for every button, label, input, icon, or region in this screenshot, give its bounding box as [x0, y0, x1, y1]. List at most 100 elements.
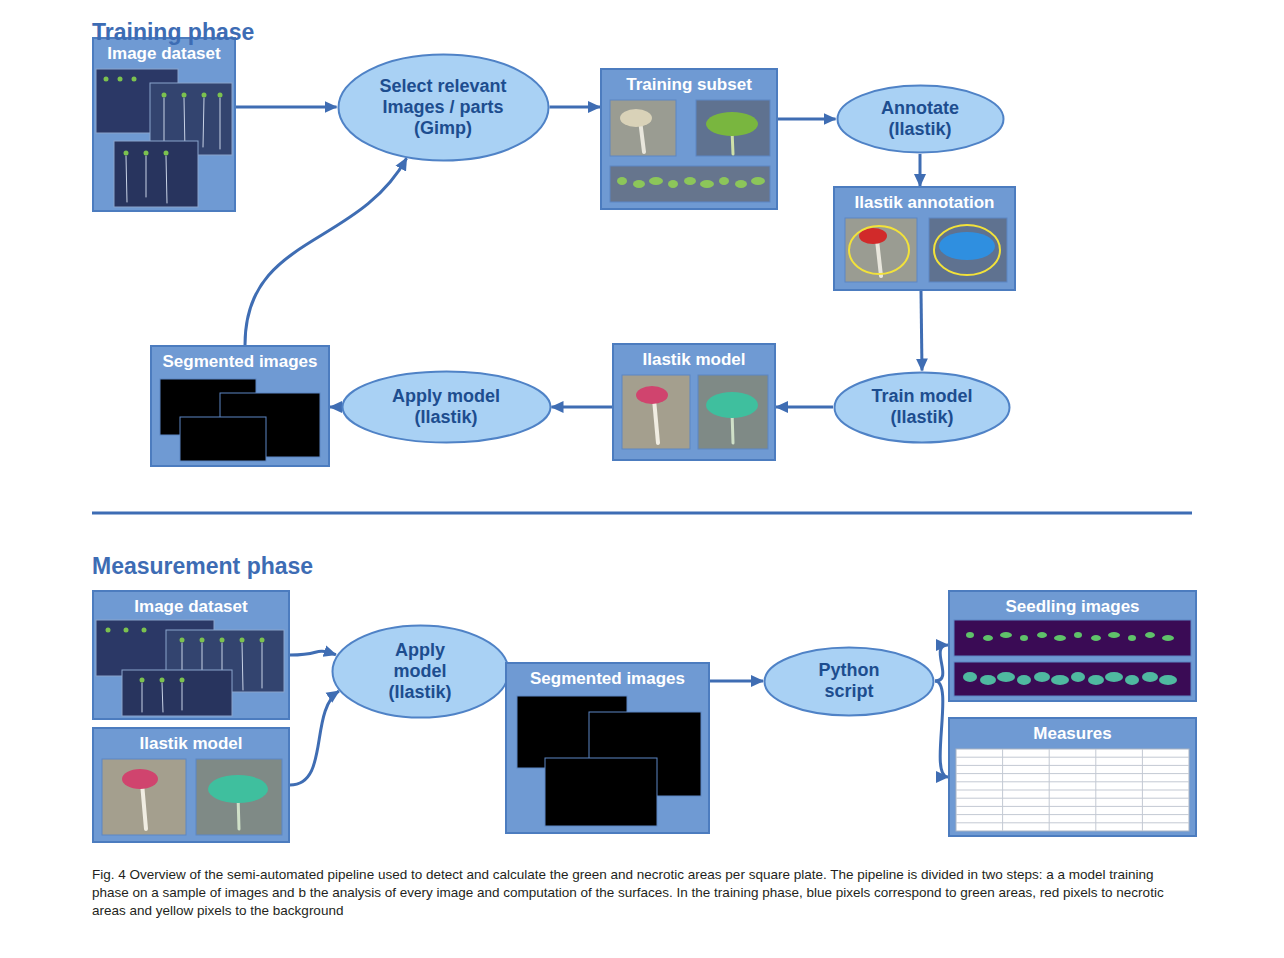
box-title: Segmented images	[530, 668, 685, 689]
thumbnail-part	[706, 112, 758, 136]
ellipse-text-holder: Apply model (Ilastik)	[331, 624, 510, 719]
thumbnail-part	[260, 638, 265, 643]
thumbnail-part	[696, 100, 770, 156]
flow-arrow	[935, 681, 948, 777]
ellipse-text-holder: Apply model (Ilastik)	[341, 370, 552, 444]
box-title: Training subset	[626, 74, 752, 95]
box-title: Ilastik model	[140, 733, 243, 754]
thumbnail-illustration	[92, 37, 236, 212]
process-ellipse: Apply model (Ilastik)	[331, 624, 510, 719]
step-label: Apply model (Ilastik)	[375, 386, 518, 428]
thumbnail-part	[956, 749, 1189, 831]
thumbnail-part	[963, 672, 1177, 685]
process-ellipse: Train model (Ilastik)	[833, 371, 1011, 444]
phase-separator	[92, 512, 1192, 515]
thumbnail-part	[124, 151, 129, 156]
flow-arrow	[778, 118, 836, 121]
thumbnail-part	[939, 232, 995, 260]
thumbnail-part	[126, 156, 127, 202]
figure-caption: Fig. 4 Overview of the semi-automated pi…	[92, 866, 1192, 920]
thumbnail-part	[929, 218, 1007, 282]
thumbnail-part	[620, 109, 652, 127]
thumbnail-part	[262, 643, 263, 688]
box-title: Measures	[1033, 723, 1111, 744]
data-box: Ilastik model	[612, 343, 776, 461]
thumbnail-part	[954, 662, 1191, 696]
thumbnail-part	[934, 225, 1000, 275]
step-label: Train model (Ilastik)	[864, 386, 980, 428]
flow-arrow	[919, 154, 922, 186]
thumbnail-part	[180, 417, 266, 461]
thumbnail-part	[220, 98, 221, 149]
thumbnail-part	[203, 98, 204, 147]
flow-arrow	[935, 645, 948, 681]
thumbnail-part	[202, 93, 207, 98]
process-ellipse: Select relevant Images / parts (Gimp)	[337, 53, 550, 162]
flow-arrow	[290, 651, 336, 655]
step-label: Python script	[795, 660, 903, 702]
data-box: Image dataset	[92, 590, 290, 720]
thumbnail-part	[240, 638, 245, 643]
data-box: Ilastik annotation	[833, 186, 1016, 291]
data-box: Image dataset	[92, 37, 236, 212]
thumbnail-part	[849, 226, 909, 274]
phase-heading: Measurement phase	[92, 552, 313, 580]
thumbnail-part	[182, 683, 183, 710]
ellipse-shape	[835, 372, 1010, 442]
ellipse-text-holder: Select relevant Images / parts (Gimp)	[337, 53, 550, 162]
thumbnail-part	[144, 151, 149, 156]
thumbnail-part	[698, 375, 768, 449]
thumbnail-part	[610, 100, 676, 156]
ellipse-shape	[765, 647, 934, 715]
thumbnail-part	[220, 638, 225, 643]
data-box: Ilastik model	[92, 727, 290, 843]
step-label: Apply model (Ilastik)	[367, 640, 473, 703]
data-box: Measures	[948, 717, 1197, 837]
step-label: Annotate (Ilastik)	[867, 98, 973, 140]
thumbnail-part	[118, 77, 123, 82]
step-label: Select relevant Images / parts (Gimp)	[369, 76, 518, 139]
thumbnail-part	[242, 643, 243, 690]
box-title: Image dataset	[107, 43, 220, 64]
thumbnail-part	[622, 375, 690, 449]
thumbnail-part	[124, 628, 129, 633]
box-title: Ilastik model	[643, 349, 746, 370]
thumbnail-part	[166, 156, 167, 203]
thumbnail-part	[146, 156, 147, 197]
phase-heading: Training phase	[92, 18, 254, 46]
process-ellipse: Apply model (Ilastik)	[341, 370, 552, 444]
flow-arrow	[330, 406, 341, 409]
flow-arrow	[710, 680, 763, 683]
ellipse-shape	[342, 372, 550, 443]
thumbnail-part	[142, 683, 143, 712]
flow-arrow	[236, 106, 337, 109]
ellipse-text-holder: Train model (Ilastik)	[833, 371, 1011, 444]
thumbnail-part	[180, 678, 185, 683]
data-box: Seedling images	[948, 590, 1197, 702]
thumbnail-part	[636, 386, 668, 404]
flow-arrow	[776, 406, 833, 409]
ellipse-text-holder: Annotate (Ilastik)	[836, 84, 1005, 154]
flow-arrow	[921, 291, 922, 371]
thumbnail-part	[706, 392, 758, 418]
ellipse-text-holder: Python script	[763, 646, 935, 717]
thumbnail-part	[617, 177, 765, 188]
thumbnail-part	[877, 240, 881, 276]
box-title: Ilastik annotation	[855, 192, 995, 213]
thumbnail-part	[180, 638, 185, 643]
process-ellipse: Annotate (Ilastik)	[836, 84, 1005, 154]
thumbnail-part	[545, 758, 657, 826]
data-box: Segmented images	[150, 345, 330, 467]
thumbnail-part	[142, 628, 147, 633]
box-title: Seedling images	[1005, 596, 1139, 617]
box-title: Segmented images	[163, 351, 318, 372]
thumbnail-part	[104, 77, 109, 82]
flow-arrow	[552, 406, 613, 409]
thumbnail-part	[162, 93, 167, 98]
ellipse-shape	[837, 86, 1003, 153]
flow-arrow	[245, 158, 407, 345]
thumbnail-part	[160, 678, 165, 683]
thumbnail-part	[208, 775, 268, 803]
thumbnail-part	[106, 628, 111, 633]
thumbnail-part	[196, 759, 282, 835]
